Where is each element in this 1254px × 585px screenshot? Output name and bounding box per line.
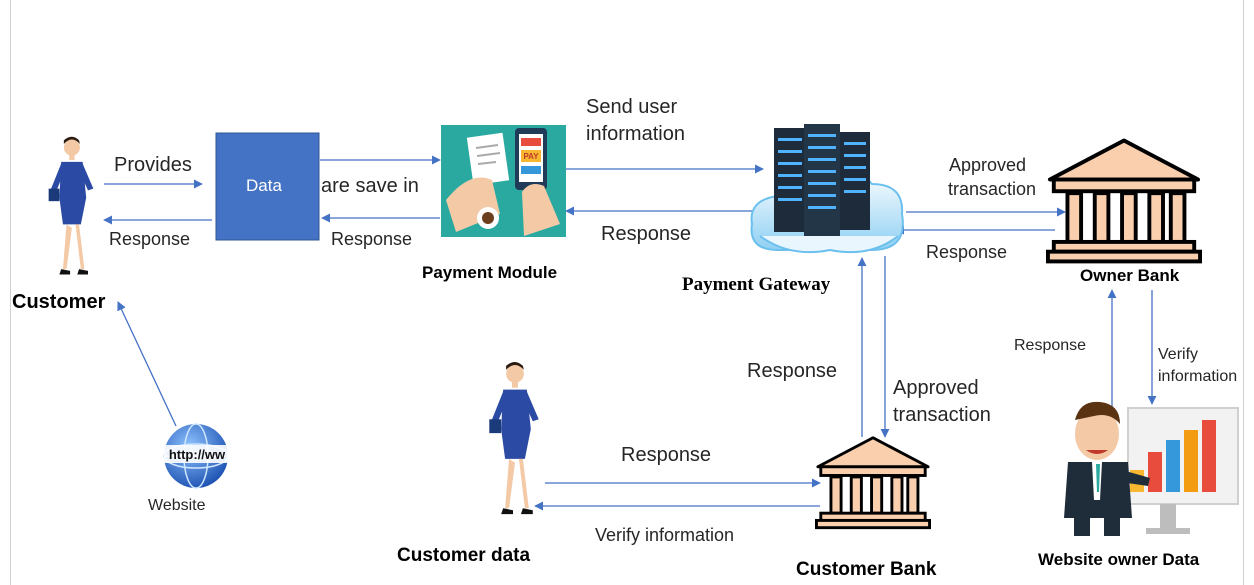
website-owner-data-label: Website owner Data (1038, 550, 1200, 569)
data-box (215, 132, 320, 241)
label-response-to-data: Response (331, 229, 413, 249)
label-response-owner-data: Response (1014, 337, 1087, 354)
right-border-line (1243, 0, 1244, 585)
label-approved-owner-line1: Approved (949, 155, 1027, 175)
owner-bank-label: Owner Bank (1080, 266, 1180, 285)
label-response-cb-gateway: Response (747, 360, 838, 382)
label-approved-cb-line2: transaction (893, 404, 991, 426)
payment-gateway-cloud-icon (750, 124, 904, 254)
website-label: Website (148, 497, 206, 514)
label-approved-owner-line2: transaction (948, 179, 1037, 199)
website-globe-url-text: http://ww (169, 447, 226, 462)
customer-bank-label: Customer Bank (796, 559, 937, 580)
payment-module-icon: PAY (441, 125, 566, 237)
customer-data-woman-icon (489, 361, 539, 515)
label-response-from-owner: Response (926, 242, 1008, 262)
label-verify-customer-info: Verify information (595, 525, 735, 545)
label-approved-cb-line1: Approved (893, 377, 979, 399)
label-verify-owner-line2: information (1158, 368, 1238, 385)
label-are-save-in: are save in (321, 175, 419, 197)
label-response-to-module: Response (601, 223, 692, 245)
owner-bank-icon (1046, 138, 1202, 264)
customer-data-label: Customer data (397, 545, 531, 566)
customer-label: Customer (12, 291, 106, 313)
label-response-customer-data: Response (621, 444, 712, 466)
label-provides: Provides (114, 154, 192, 176)
customer-woman-icon (48, 136, 94, 275)
pay-badge-text: PAY (523, 152, 539, 161)
payment-module-label: Payment Module (422, 263, 558, 282)
arrow-website-to-customer (117, 301, 177, 427)
website-owner-presenter-icon (1064, 401, 1239, 536)
label-response-to-customer: Response (109, 229, 191, 249)
label-verify-owner-line1: Verify (1158, 346, 1199, 363)
payment-gateway-label: Payment Gateway (682, 274, 831, 295)
label-send-user-line2: information (586, 123, 685, 145)
label-send-user-line1: Send user (586, 96, 678, 118)
website-globe-icon: http://ww (163, 423, 230, 489)
data-box-label: Data (246, 176, 282, 195)
customer-bank-icon (815, 436, 931, 530)
left-border-line (10, 0, 11, 585)
